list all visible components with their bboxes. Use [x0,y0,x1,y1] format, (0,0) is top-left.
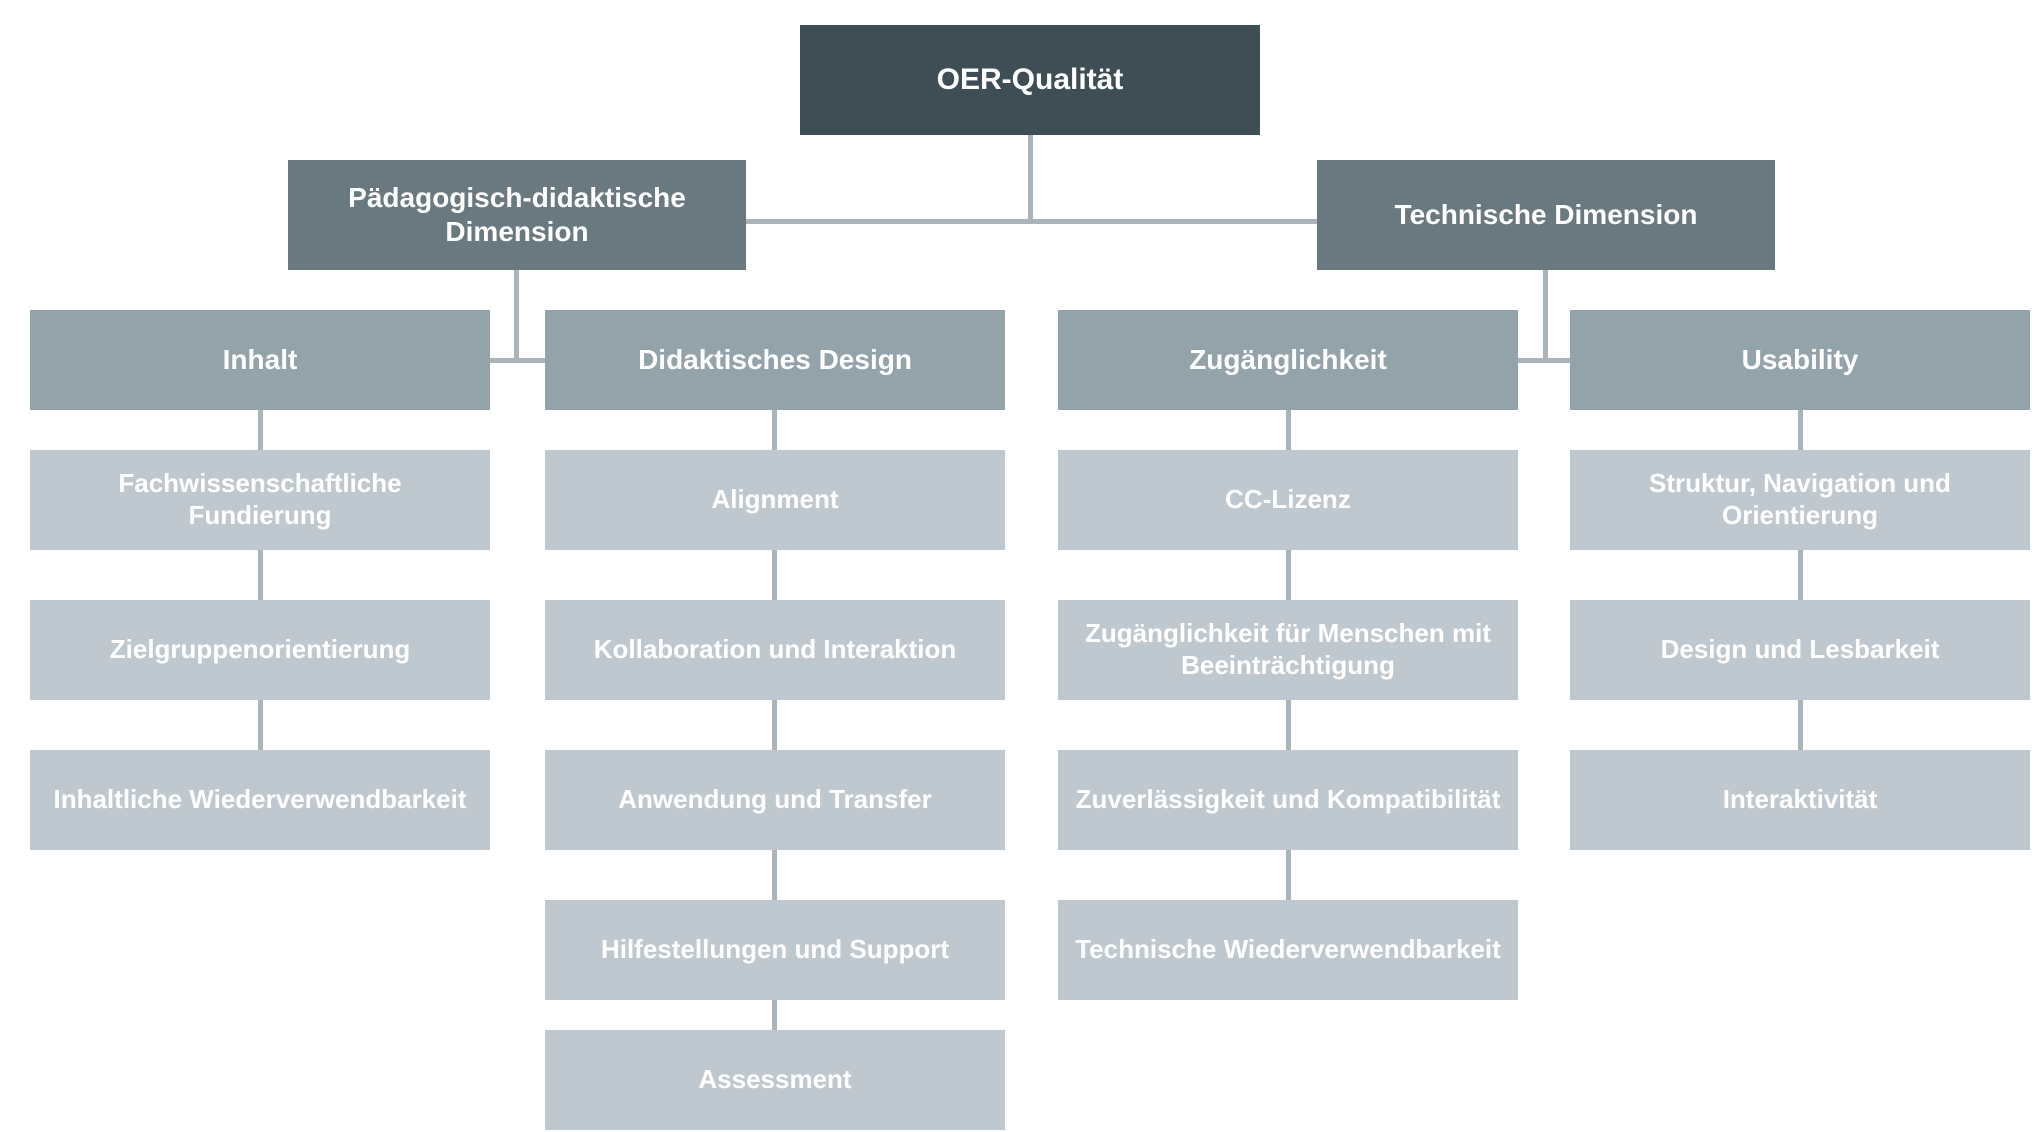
connector-usability-chain [1798,410,1803,450]
node-struktur-navigation-und-orientierung[interactable]: Struktur, Navigation und Orientierung [1570,450,2030,550]
node-interaktivitaet[interactable]: Interaktivität [1570,750,2030,850]
node-didaktisches-design[interactable]: Didaktisches Design [545,310,1005,410]
node-zugaenglichkeit-fuer-menschen-mit-beeintraechtigung[interactable]: Zugänglichkeit für Menschen mit Beeinträ… [1058,600,1518,700]
node-design-und-lesbarkeit[interactable]: Design und Lesbarkeit [1570,600,2030,700]
node-oer-qualitaet[interactable]: OER-Qualität [800,25,1260,135]
node-inhalt[interactable]: Inhalt [30,310,490,410]
node-anwendung-und-transfer[interactable]: Anwendung und Transfer [545,750,1005,850]
node-kollaboration-und-interaktion[interactable]: Kollaboration und Interaktion [545,600,1005,700]
node-alignment[interactable]: Alignment [545,450,1005,550]
node-technische-wiederverwendbarkeit[interactable]: Technische Wiederverwendbarkeit [1058,900,1518,1000]
connector-zugaenglichkeit-chain [1286,410,1291,450]
node-cc-lizenz[interactable]: CC-Lizenz [1058,450,1518,550]
node-fachwissenschaftliche-fundierung[interactable]: Fachwissenschaftliche Fundierung [30,450,490,550]
node-paedagogisch-didaktische-dimension[interactable]: Pädagogisch-didaktische Dimension [288,160,746,270]
connector-didaktik-chain [772,550,777,600]
connector-inhalt-chain [258,410,263,450]
connector-inhalt-chain [258,550,263,600]
connector-technical-spine [1513,358,1573,363]
node-inhaltliche-wiederverwendbarkeit[interactable]: Inhaltliche Wiederverwendbarkeit [30,750,490,850]
node-assessment[interactable]: Assessment [545,1030,1005,1130]
connector-usability-chain [1798,550,1803,600]
connector-zugaenglichkeit-chain [1286,550,1291,600]
connector-zugaenglichkeit-chain [1286,850,1291,900]
node-technische-dimension[interactable]: Technische Dimension [1317,160,1775,270]
node-zugaenglichkeit[interactable]: Zugänglichkeit [1058,310,1518,410]
connector-zugaenglichkeit-chain [1286,700,1291,750]
node-hilfestellungen-und-support[interactable]: Hilfestellungen und Support [545,900,1005,1000]
connector-pedagogical-down [514,270,519,362]
connector-technical-down [1543,270,1548,362]
connector-didaktik-chain [772,850,777,900]
connector-didaktik-chain [772,700,777,750]
connector-usability-chain [1798,700,1803,750]
node-usability[interactable]: Usability [1570,310,2030,410]
connector-root-down [1028,135,1033,221]
connector-didaktik-chain [772,410,777,450]
node-zuverlaessigkeit-und-kompatibilitaet[interactable]: Zuverlässigkeit und Kompatibilität [1058,750,1518,850]
connector-inhalt-chain [258,700,263,750]
node-zielgruppenorientierung[interactable]: Zielgruppenorientierung [30,600,490,700]
connector-dimensions-spine [742,219,1320,224]
connector-didaktik-chain [772,1000,777,1030]
connector-pedagogical-spine [487,358,547,363]
